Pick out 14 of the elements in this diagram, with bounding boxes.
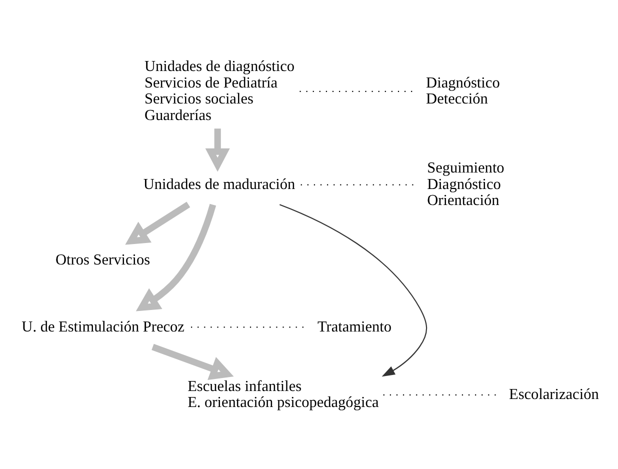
node-text: Otros Servicios	[56, 251, 150, 268]
node-text: Escolarización	[509, 385, 599, 402]
arrow	[152, 343, 234, 380]
arrow	[136, 203, 216, 311]
node-text: Diagnóstico Detección	[426, 74, 500, 108]
node-text: Unidades de diagnóstico Servicios de Pediatría Servicios sociales Guarderías	[144, 57, 295, 124]
arrow	[205, 128, 230, 172]
node-text: Escuelas infantiles E. orientación psicopedagógica	[188, 377, 379, 411]
arrow	[125, 201, 190, 244]
node-text: Unidades de maduración	[143, 175, 296, 192]
arrow	[279, 204, 428, 376]
node-text: Tratamiento	[317, 318, 392, 335]
node-text: Seguimiento Diagnóstico Orientación	[427, 158, 504, 209]
node-text: U. de Estimulación Precoz	[22, 318, 184, 335]
